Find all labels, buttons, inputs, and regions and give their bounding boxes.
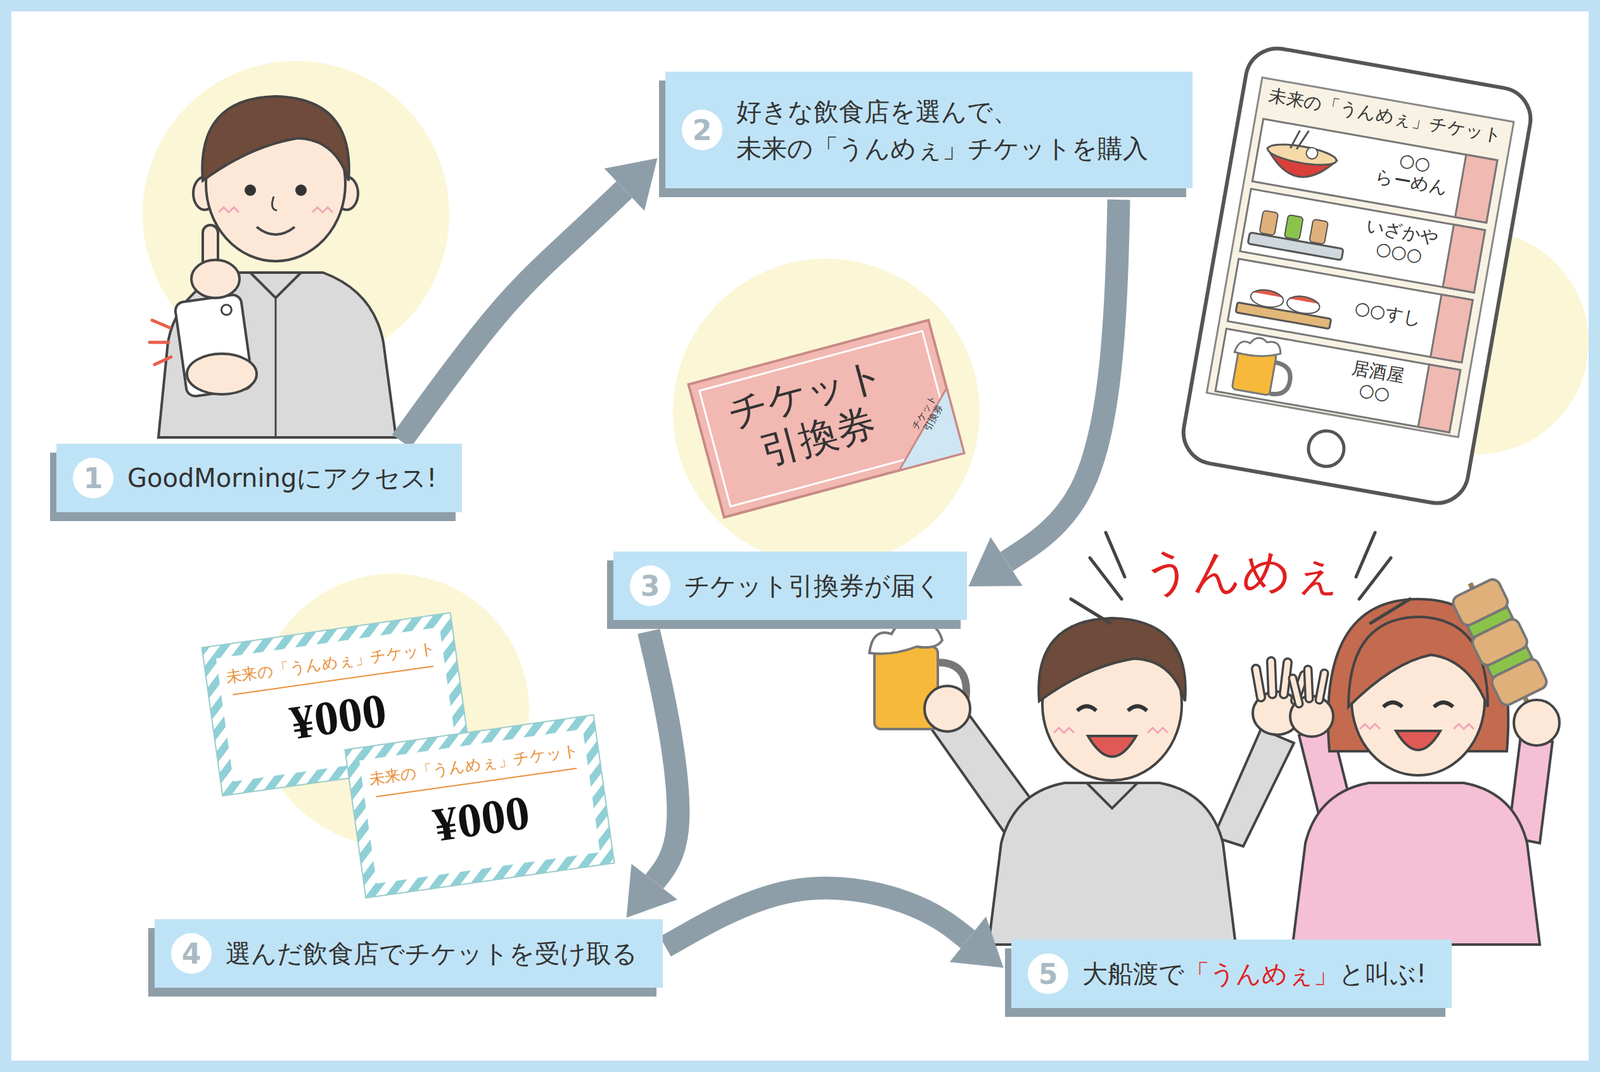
step-text-group: 好きな飲食店を選んで、 未来の「うんめぇ」チケットを購入 [736,93,1168,167]
step-text-group: 大船渡で「うんめぇ」と叫ぶ! [1082,954,1427,992]
step-text: と叫ぶ! [1338,958,1427,988]
step-text: 「うんめぇ」 [1184,958,1339,988]
step-text: GoodMorningにアクセス! [127,463,437,493]
step-text: 好きな飲食店を選んで、 未来の「うんめぇ」チケットを購入 [736,96,1149,163]
step-text-group: GoodMorningにアクセス! [127,459,437,497]
step-text-group: チケット引換券が届く [684,567,942,604]
step-box: 5 大船渡で「うんめぇ」と叫ぶ! [1011,939,1452,1008]
step-text: 選んだ飲食店でチケットを受け取る [225,938,638,968]
flow-arrow [665,887,968,947]
flow-arrow [1006,199,1120,562]
person-figure [149,96,397,438]
step-number: 1 [72,457,114,499]
step-number: 2 [681,109,723,151]
step-box: 2 好きな飲食店を選んで、 未来の「うんめぇ」チケットを購入 [665,71,1193,189]
ground-circle [672,258,980,566]
flow-arrow [648,631,679,882]
step-text: 大船渡で [1082,958,1185,988]
step-box: 4 選んだ飲食店でチケットを受け取る [154,918,663,988]
flow-arrow [401,189,625,442]
step-number: 3 [629,565,671,606]
step-number: 4 [171,932,212,974]
step-box: 1 GoodMorningにアクセス! [56,443,462,512]
illustration-label: うんめぇ [1134,543,1350,599]
step-text: チケット引換券が届く [684,570,942,601]
step-text-group: 選んだ飲食店でチケットを受け取る [225,934,638,972]
step-box: 3 チケット引換券が届く [613,551,967,620]
frame [5,5,1595,1066]
people-figure [869,532,1560,945]
step-number: 5 [1027,953,1069,994]
